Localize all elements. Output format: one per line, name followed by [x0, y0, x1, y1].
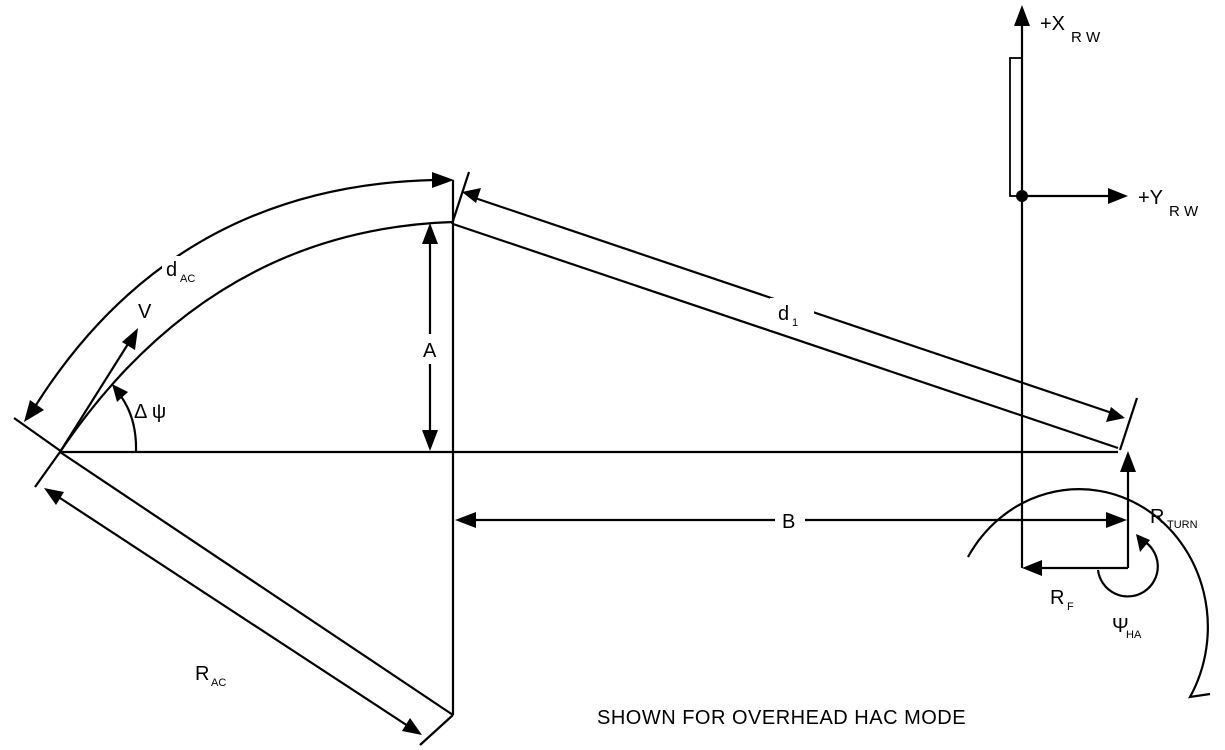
- r-f-label: R: [1050, 587, 1064, 609]
- v-label: V: [138, 301, 152, 323]
- r-ac-label: R: [195, 663, 209, 685]
- r-ac-subscript: AC: [211, 677, 226, 689]
- r-turn-arrowhead: [1120, 451, 1136, 472]
- runway-frame: [1009, 5, 1128, 568]
- a-lower-arrowhead: [422, 430, 438, 451]
- d1-lower-arrowhead: [1106, 407, 1125, 422]
- runway-origin-dot: [1016, 190, 1028, 202]
- r-ac-dimension-line: [59, 497, 409, 727]
- psi-ha-arc: [1096, 539, 1159, 598]
- r-turn-label: R: [1150, 506, 1164, 528]
- psi-ha-label: Ψ: [1112, 615, 1129, 637]
- psi-ha-arrowhead: [1136, 534, 1150, 552]
- d-ac-left-tick: [13, 417, 63, 453]
- x-axis-label: +X: [1040, 13, 1065, 35]
- hac-outer-arc: [967, 488, 1211, 699]
- x-axis-arrowhead: [1014, 5, 1030, 26]
- d-ac-right-arrowhead: [432, 172, 454, 188]
- y-axis-subscript: R W: [1169, 203, 1199, 220]
- d-ac-label: d: [166, 259, 177, 281]
- d1-label: d: [778, 303, 789, 325]
- r-ac-right-tick: [419, 714, 454, 746]
- diagram-caption: SHOWN FOR OVERHEAD HAC MODE: [597, 707, 966, 729]
- b-label: B: [782, 511, 795, 533]
- d-ac-dimension-arc: [35, 178, 435, 406]
- r-ac-lower-arrowhead: [402, 718, 422, 735]
- b-left-arrowhead: [455, 512, 476, 528]
- runway-rectangle: [1009, 57, 1023, 197]
- r-ac-dimension: [34, 451, 454, 746]
- r-f-subscript: F: [1067, 601, 1074, 613]
- a-label: A: [423, 340, 437, 362]
- d-ac-subscript: AC: [180, 273, 195, 285]
- velocity-vector: [59, 328, 138, 453]
- r-f-arrowhead: [1022, 560, 1042, 576]
- delta-psi-arc: [119, 394, 138, 453]
- y-axis-label: +Y: [1138, 187, 1163, 209]
- hac-circle-group: [967, 451, 1211, 699]
- x-axis-subscript: R W: [1071, 29, 1101, 46]
- d-ac-left-arrowhead: [24, 400, 44, 422]
- r-ac-upper-arrowhead: [44, 488, 64, 505]
- a-upper-arrowhead: [422, 223, 438, 244]
- b-right-arrowhead: [1106, 512, 1127, 528]
- d1-subscript: 1: [792, 317, 798, 329]
- d1-lower-tick: [1118, 397, 1139, 451]
- flight-arc: [59, 220, 454, 453]
- delta-psi-label: Δ ψ: [134, 401, 166, 423]
- r-ac-left-tick: [34, 451, 61, 488]
- r-ac-radius-line: [59, 451, 454, 716]
- d1-upper-arrowhead: [462, 188, 481, 203]
- delta-psi-angle: [112, 384, 138, 453]
- r-turn-subscript: TURN: [1167, 519, 1198, 531]
- labels: +X R W +Y R W d AC d 1 V A B Δ ψ R AC R …: [134, 13, 1199, 729]
- d1-upper-tick: [450, 171, 471, 225]
- delta-psi-arrowhead: [112, 384, 128, 402]
- y-axis-arrowhead: [1108, 188, 1128, 204]
- velocity-line: [59, 343, 129, 453]
- d-ac-dimension: [13, 172, 454, 453]
- d1-path-line: [452, 222, 1119, 450]
- velocity-arrowhead: [122, 328, 138, 350]
- psi-ha-subscript: HA: [1126, 629, 1142, 641]
